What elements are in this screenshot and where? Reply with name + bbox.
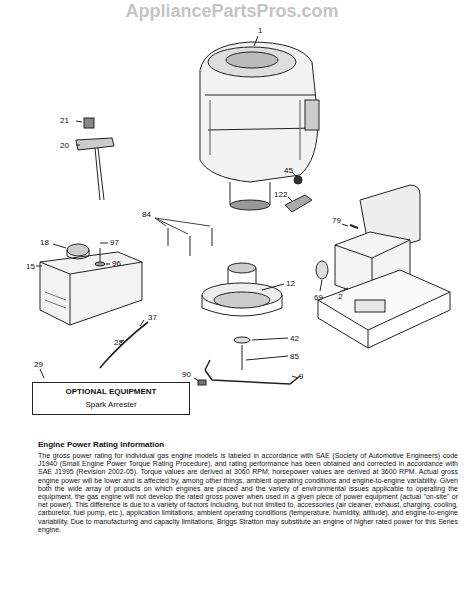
callout-number: 85 bbox=[290, 352, 299, 361]
box-heading: OPTIONAL EQUIPMENT bbox=[39, 387, 183, 397]
callout-number: 42 bbox=[290, 334, 299, 343]
bolts bbox=[155, 218, 212, 256]
callout-number: 122 bbox=[274, 190, 287, 199]
box-text: Spark Arrester bbox=[39, 400, 183, 410]
callout-number: 69 bbox=[314, 293, 323, 302]
callout-number: 97 bbox=[110, 238, 119, 247]
engine bbox=[200, 36, 319, 210]
note-paragraph: The gross power rating for individual ga… bbox=[38, 452, 458, 534]
callout-number: 84 bbox=[142, 210, 151, 219]
callout-number: 21 bbox=[60, 116, 69, 125]
callout-number: 96 bbox=[112, 259, 121, 268]
callout-number: 20 bbox=[60, 141, 69, 150]
callout-number: 29 bbox=[34, 360, 43, 369]
callout-number: 90 bbox=[182, 370, 191, 379]
callout-number: 12 bbox=[286, 279, 295, 288]
throttle-control bbox=[76, 118, 114, 200]
callout-number: 45 bbox=[284, 166, 293, 175]
callout-number: 28 bbox=[114, 338, 123, 347]
callout-number: 37 bbox=[148, 313, 157, 322]
callout-number: 18 bbox=[40, 238, 49, 247]
note-box: OPTIONAL EQUIPMENT Spark Arrester bbox=[32, 382, 190, 415]
callout-number: 2 bbox=[338, 292, 342, 301]
callout-number: 79 bbox=[332, 216, 341, 225]
engine-mount-plate bbox=[318, 270, 450, 348]
watermark: AppliancePartsPros.com bbox=[125, 2, 338, 21]
callout-number: 9 bbox=[299, 372, 303, 381]
callout-number: 1 bbox=[258, 26, 262, 35]
fuel-tank bbox=[36, 243, 142, 325]
callout-number: 15 bbox=[26, 262, 35, 271]
pulley bbox=[202, 263, 284, 316]
note-heading: Engine Power Rating Information bbox=[38, 440, 164, 449]
